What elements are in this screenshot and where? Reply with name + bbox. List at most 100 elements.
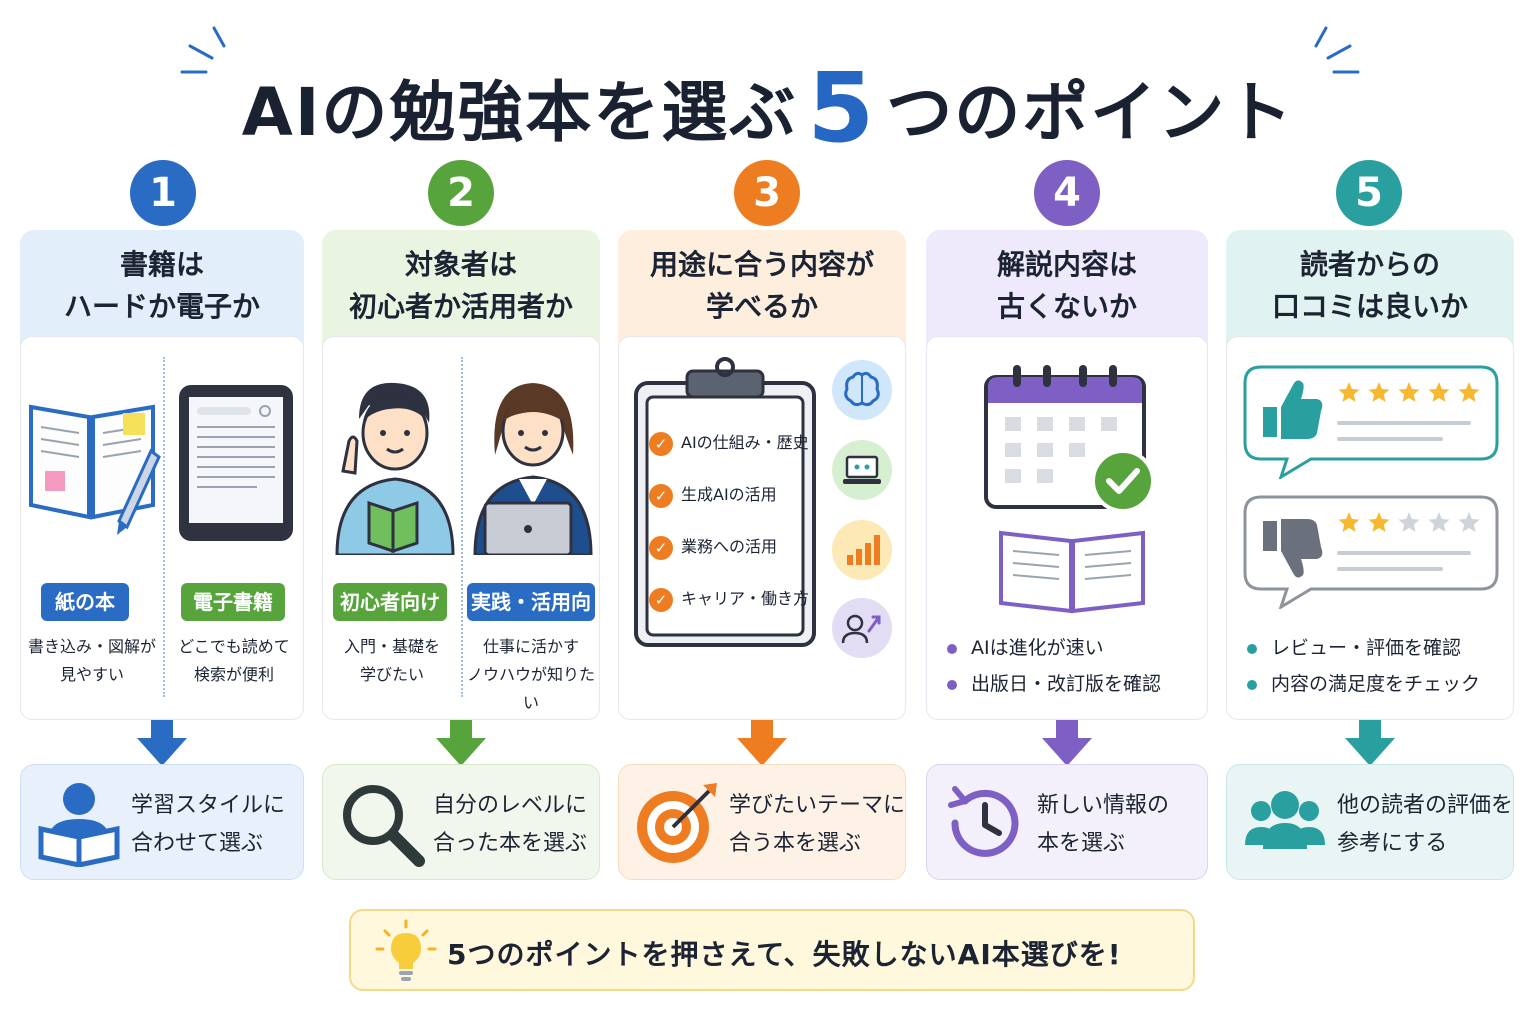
lightbulb-icon (375, 919, 437, 981)
practical-tag: 実践・活用向け (467, 583, 595, 652)
bar-growth-icon (832, 520, 892, 580)
bullet-item: 出版日・改訂版を確認 (947, 669, 1161, 696)
target-icon (637, 783, 717, 863)
checklist-item: ✓AIの仕組み・歴史 (649, 429, 809, 456)
header-line-1: 対象者は (404, 248, 517, 281)
title-number: 5 (807, 52, 877, 164)
calendar-icon (984, 365, 1155, 513)
ebook-tag: 電子書籍 (181, 583, 285, 621)
clipboard-icon (634, 357, 816, 647)
column-divider (163, 357, 165, 697)
ebook-desc: どこでも読めて検索が便利 (178, 637, 290, 684)
sparkle-left-icon (180, 26, 226, 74)
header-line-1: 用途に合う内容が (649, 248, 874, 281)
check-icon: ✓ (649, 587, 673, 612)
conclusion-line-2: 合う本を選ぶ (729, 831, 862, 856)
star-filled-icon (1368, 512, 1390, 532)
star-filled-icon (1368, 382, 1390, 402)
star-filled-icon (1398, 382, 1420, 402)
conclusion-line-1: 自分のレベルに (433, 793, 588, 818)
arrow-down-icon (436, 720, 486, 766)
point-number-badge: 3 (734, 160, 800, 226)
brain-icon (832, 360, 892, 420)
checklist-item: ✓生成AIの活用 (649, 481, 777, 508)
pen-icon (117, 448, 161, 535)
bad-rating-stars (1338, 512, 1480, 532)
bad-review-bubble (1243, 495, 1499, 609)
point-number-badge: 2 (428, 160, 494, 226)
point-panel: 紙の本 電子書籍 書き込み・図解が見やすい どこでも読めて検索が便利 (20, 336, 304, 720)
point-number-badge: 1 (130, 160, 196, 226)
paper-book-tag: 紙の本 (41, 583, 129, 621)
arrow-down-icon (1345, 720, 1395, 766)
bullet-item: AIは進化が速い (947, 633, 1104, 660)
good-rating-stars (1338, 382, 1480, 402)
conclusion-line-1: 他の読者の評価を (1337, 793, 1514, 818)
paper-book-desc: 書き込み・図解が見やすい (27, 637, 156, 684)
magnifier-icon (343, 785, 425, 867)
good-review-bubble (1243, 365, 1499, 479)
header-line-2: ハードか電子か (63, 290, 260, 323)
practitioner-person-icon (473, 383, 593, 555)
practical-desc: 仕事に活かすノウハウが知りたい (466, 637, 595, 712)
arrow-down-icon (137, 720, 187, 766)
star-empty-icon (1398, 512, 1420, 532)
conclusion-line-1: 学びたいテーマに (729, 793, 906, 818)
header-line-2: 初心者か活用者か (348, 290, 573, 323)
reader-icon (38, 783, 120, 867)
beginner-tag: 初心者向け (333, 583, 447, 621)
header-line-1: 解説内容は (996, 248, 1137, 281)
ai-laptop-icon (832, 440, 892, 500)
point-conclusion: 新しい情報の本を選ぶ (926, 764, 1208, 880)
tablet-icon (179, 385, 293, 541)
title-pre: AIの勉強本を選ぶ (241, 74, 798, 151)
point-number-badge: 4 (1034, 160, 1100, 226)
open-book-icon (999, 530, 1145, 614)
point-panel: ✓AIの仕組み・歴史 ✓生成AIの活用 ✓業務への活用 ✓キャリア・働き方 (618, 336, 906, 720)
conclusion-line-2: 参考にする (1337, 831, 1448, 856)
star-filled-icon (1428, 382, 1450, 402)
point-conclusion: 学びたいテーマに合う本を選ぶ (618, 764, 906, 880)
checklist-item: ✓キャリア・働き方 (649, 585, 809, 612)
summary-text: 5つのポイントを押さえて、失敗しないAI本選びを! (447, 938, 1122, 971)
header-line-1: 書籍は (119, 248, 204, 281)
conclusion-line-2: 本を選ぶ (1037, 831, 1126, 856)
arrow-down-icon (737, 720, 787, 766)
star-filled-icon (1338, 382, 1360, 402)
point-panel: レビュー・評価を確認 内容の満足度をチェック (1226, 336, 1514, 720)
point-conclusion: 学習スタイルに合わせて選ぶ (20, 764, 304, 880)
header-line-2: 口コミは良いか (1271, 290, 1468, 323)
checklist-item: ✓業務への活用 (649, 533, 777, 560)
point-conclusion: 他の読者の評価を参考にする (1226, 764, 1514, 880)
beginner-desc: 入門・基礎を学びたい (343, 637, 440, 684)
star-filled-icon (1458, 382, 1480, 402)
star-empty-icon (1458, 512, 1480, 532)
star-empty-icon (1428, 512, 1450, 532)
header-line-2: 学べるか (705, 290, 818, 323)
check-icon: ✓ (649, 431, 673, 456)
clock-refresh-icon (948, 786, 1019, 857)
thumbs-down-icon (1263, 519, 1323, 578)
check-icon: ✓ (649, 483, 673, 508)
point-panel: 初心者向け 実践・活用向け 入門・基礎を学びたい 仕事に活かすノウハウが知りたい (322, 336, 600, 720)
career-growth-icon (832, 598, 892, 658)
conclusion-line-1: 学習スタイルに (131, 793, 286, 818)
check-icon: ✓ (649, 535, 673, 560)
conclusion-line-2: 合わせて選ぶ (131, 831, 264, 856)
bullet-item: レビュー・評価を確認 (1247, 633, 1461, 660)
header-line-1: 読者からの (1299, 248, 1440, 281)
header-line-2: 古くないか (996, 290, 1137, 323)
conclusion-line-2: 合った本を選ぶ (433, 831, 588, 856)
group-people-icon (1245, 791, 1325, 849)
summary-banner: 5つのポイントを押さえて、失敗しないAI本選びを! (349, 909, 1195, 991)
point-panel: AIは進化が速い 出版日・改訂版を確認 (926, 336, 1208, 720)
bullet-item: 内容の満足度をチェック (1247, 669, 1480, 696)
sparkle-right-icon (1314, 26, 1360, 74)
title-post: つのポイント (886, 74, 1295, 151)
point-conclusion: 自分のレベルに合った本を選ぶ (322, 764, 600, 880)
point-number-badge: 5 (1336, 160, 1402, 226)
arrow-down-icon (1042, 720, 1092, 766)
star-filled-icon (1338, 512, 1360, 532)
column-divider (461, 357, 463, 697)
